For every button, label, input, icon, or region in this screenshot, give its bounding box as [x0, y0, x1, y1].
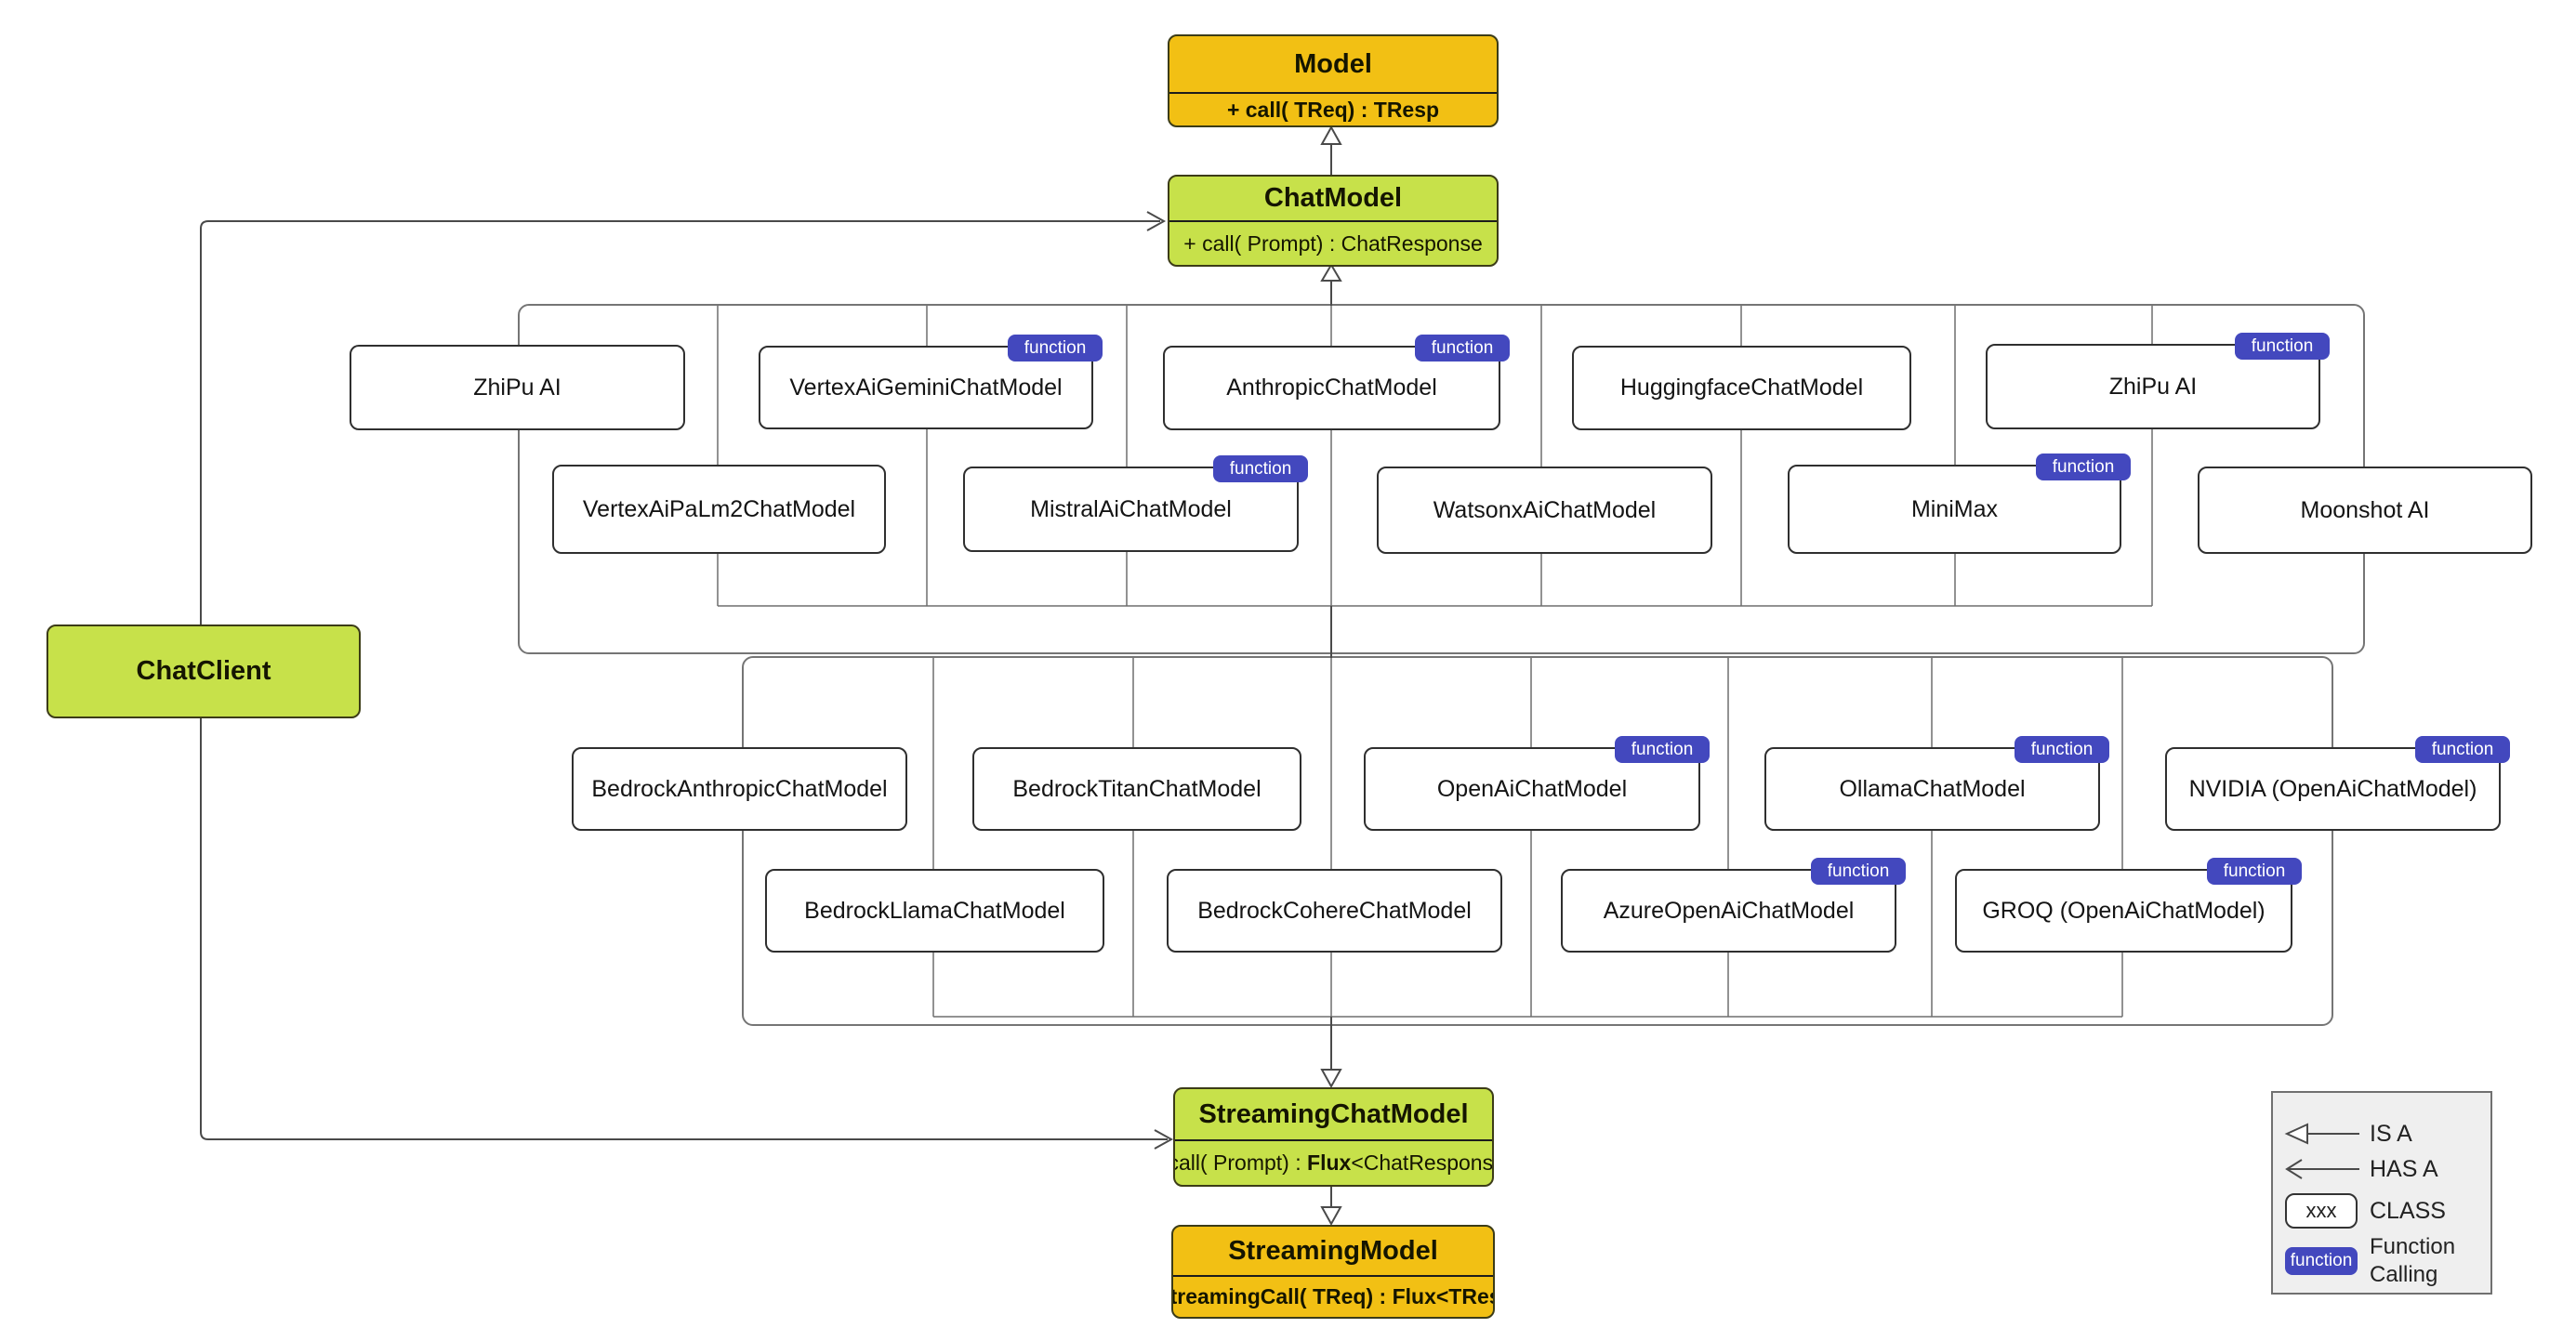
node-streaming-model-method: + streamingCall( TReq) : Flux<TResp> [1171, 1284, 1493, 1308]
class-box-groq: GROQ (OpenAiChatModel) function [1955, 858, 2302, 953]
class-box-vertexai-palm2: VertexAiPaLm2ChatModel [552, 465, 886, 554]
node-chat-model-method: + call( Prompt) : ChatResponse [1183, 230, 1483, 256]
class-box-minimax: MiniMax function [1788, 454, 2131, 554]
legend-class-label: CLASS [2370, 1197, 2446, 1224]
function-badge: function [2015, 736, 2109, 763]
node-model: Model + call( TReq) : TResp [1168, 34, 1499, 127]
has-a-arrow-icon [2273, 1155, 2370, 1183]
node-chat-model: ChatModel + call( Prompt) : ChatResponse [1168, 175, 1499, 267]
legend-row-function: function Function Calling [2273, 1234, 2490, 1287]
function-badge: function [1415, 335, 1510, 362]
class-box-vertexai-gemini: VertexAiGeminiChatModel function [759, 335, 1103, 429]
class-box-nvidia: NVIDIA (OpenAiChatModel) function [2165, 736, 2510, 831]
function-badge: function [2415, 736, 2510, 763]
group2-container [742, 656, 2333, 1026]
function-badge: function [1213, 455, 1308, 482]
node-model-title: Model [1169, 36, 1497, 94]
class-box-zhipu-ai-left: ZhiPu AI [350, 345, 685, 430]
function-badge: function [1008, 335, 1103, 362]
class-box-ollama: OllamaChatModel function [1764, 736, 2109, 831]
is-a-arrow-streaming [1320, 1183, 1342, 1227]
node-streaming-chat-model-method: + call( Prompt) : Flux<ChatResponse> [1175, 1150, 1494, 1175]
class-box-bedrock-cohere: BedrockCohereChatModel [1167, 869, 1502, 953]
node-chat-client-title: ChatClient [136, 656, 271, 686]
legend-row-has-a: HAS A [2273, 1154, 2490, 1184]
class-box-zhipu-ai-right: ZhiPu AI function [1986, 333, 2330, 429]
legend-is-a-label: IS A [2370, 1120, 2412, 1147]
class-box-huggingface: HuggingfaceChatModel [1572, 346, 1911, 430]
class-box-mistralai: MistralAiChatModel function [963, 455, 1308, 552]
node-chat-client: ChatClient [46, 624, 361, 718]
legend: IS A HAS A xxx CLASS function Function C… [2271, 1091, 2492, 1295]
function-badge: function [1811, 858, 1906, 885]
legend-function-label: Function Calling [2370, 1234, 2456, 1287]
class-box-moonshot-ai: Moonshot AI [2198, 467, 2532, 554]
function-badge: function [2207, 858, 2302, 885]
class-sample-box: xxx [2285, 1193, 2358, 1229]
group2-dividers [932, 658, 2123, 1018]
node-chat-model-title: ChatModel [1169, 177, 1497, 222]
function-badge-sample: function [2285, 1247, 2358, 1275]
function-badge: function [2036, 454, 2131, 480]
node-streaming-model-title: StreamingModel [1173, 1227, 1493, 1277]
node-streaming-chat-model: StreamingChatModel + call( Prompt) : Flu… [1173, 1087, 1494, 1187]
is-a-arrow-icon [2273, 1120, 2370, 1148]
class-box-watsonxai: WatsonxAiChatModel [1377, 467, 1712, 554]
is-a-arrow-chatmodel-to-model [1320, 125, 1342, 175]
function-badge: function [2235, 333, 2330, 360]
node-streaming-chat-model-title: StreamingChatModel [1175, 1089, 1492, 1141]
legend-has-a-label: HAS A [2370, 1155, 2438, 1182]
class-box-openai: OpenAiChatModel function [1364, 736, 1710, 831]
trunk-line [1320, 606, 1342, 1089]
class-box-bedrock-llama: BedrockLlamaChatModel [765, 869, 1104, 953]
function-badge: function [1615, 736, 1710, 763]
is-a-arrow-group-to-chatmodel [1320, 263, 1342, 306]
node-streaming-model: StreamingModel + streamingCall( TReq) : … [1171, 1225, 1495, 1319]
legend-row-is-a: IS A [2273, 1119, 2490, 1149]
class-box-bedrock-titan: BedrockTitanChatModel [972, 747, 1301, 831]
node-model-method: + call( TReq) : TResp [1226, 97, 1440, 122]
class-box-azure-openai: AzureOpenAiChatModel function [1561, 858, 1906, 953]
class-box-bedrock-anthropic: BedrockAnthropicChatModel [572, 747, 907, 831]
class-box-anthropic: AnthropicChatModel function [1163, 335, 1510, 430]
legend-row-class: xxx CLASS [2273, 1191, 2490, 1230]
